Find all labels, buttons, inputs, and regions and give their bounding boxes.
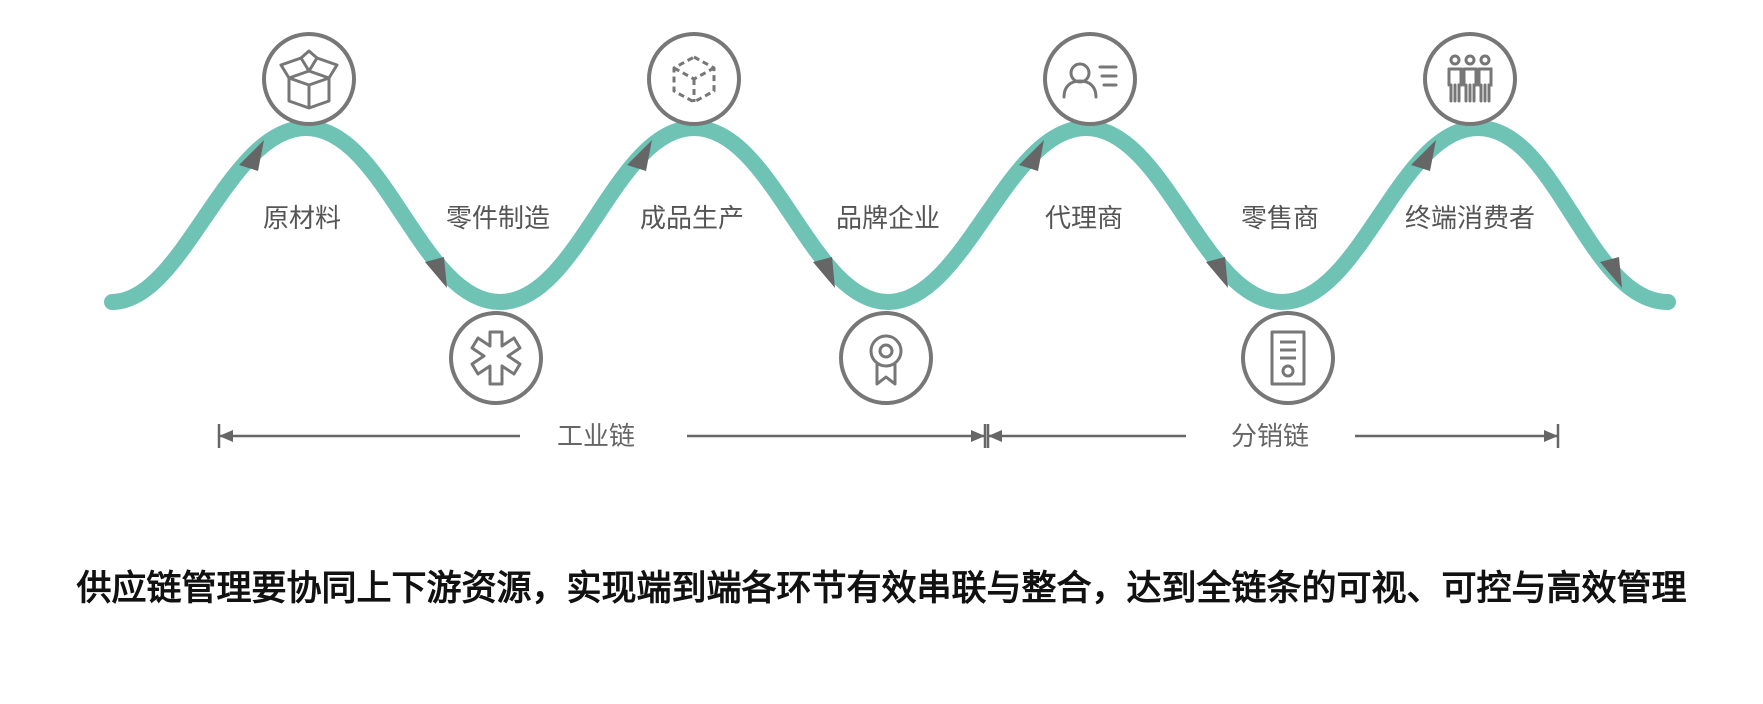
industrial-chain-bracket [217, 424, 987, 448]
award-badge-icon [839, 311, 933, 405]
wave-arrow-8 [1600, 257, 1622, 288]
stage-label-retailer: 零售商 [1241, 204, 1319, 234]
wave-arrow-5 [1019, 140, 1044, 171]
distribution-chain-bracket [986, 424, 1560, 448]
wave-arrow-3 [627, 140, 652, 171]
wave-arrow-1 [239, 140, 264, 171]
distribution-chain-label: 分销链 [1231, 422, 1309, 452]
wave-arrow-6 [1206, 257, 1228, 288]
receipt-icon [1241, 311, 1335, 405]
caption-text: 供应链管理要协同上下游资源，实现端到端各环节有效串联与整合，达到全链条的可视、可… [76, 569, 1687, 609]
industrial-chain-label: 工业链 [557, 422, 635, 452]
boxes-icon [262, 32, 356, 126]
supply-chain-wave [104, 119, 1676, 311]
stage-label-agent: 代理商 [1045, 204, 1123, 234]
stage-label-finished-production: 成品生产 [640, 204, 744, 234]
stage-label-brand-enterprise: 品牌企业 [836, 204, 940, 234]
stage-label-raw-material: 原材料 [263, 204, 341, 234]
stage-label-end-consumer: 终端消费者 [1405, 204, 1535, 234]
agent-profile-icon [1043, 32, 1137, 126]
wave-arrow-4 [813, 257, 835, 288]
gear-icon [449, 311, 543, 405]
wave-arrow-2 [425, 257, 447, 288]
wave-arrow-7 [1411, 140, 1436, 171]
stage-label-parts-manufacturing: 零件制造 [446, 204, 550, 234]
wave-arrows [239, 140, 1622, 288]
consumers-icon [1423, 32, 1517, 126]
cube-icon [647, 32, 741, 126]
